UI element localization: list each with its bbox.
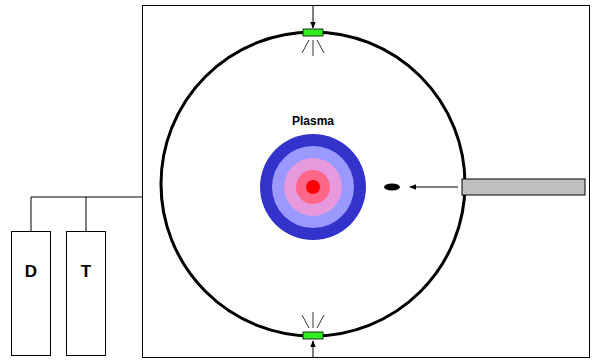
detector — [303, 332, 323, 339]
gas-feed-line — [31, 197, 142, 231]
plasma-label: Plasma — [258, 113, 368, 129]
detector — [303, 29, 323, 36]
gas-label: T — [81, 262, 91, 282]
plasma-ring — [306, 180, 320, 194]
pellet — [384, 184, 400, 191]
gas-label: D — [25, 262, 37, 282]
vacuum-vessel — [161, 32, 465, 336]
plasma-rings — [258, 133, 368, 241]
detector-rays — [302, 40, 324, 56]
plasma-ring — [296, 170, 330, 204]
plasma-ring — [260, 134, 366, 240]
pellet-injector — [462, 179, 585, 195]
plasma-ring — [272, 146, 354, 228]
detector-lead — [313, 341, 314, 357]
gas-bottle: D — [11, 231, 51, 356]
housing — [143, 6, 590, 358]
plasma-ring — [284, 158, 342, 216]
injection-arrow — [410, 187, 458, 188]
gas-bottle: T — [66, 231, 106, 356]
detector-rays — [302, 312, 324, 328]
detector-lead — [313, 6, 314, 28]
plasma-core: Plasma — [258, 113, 368, 241]
